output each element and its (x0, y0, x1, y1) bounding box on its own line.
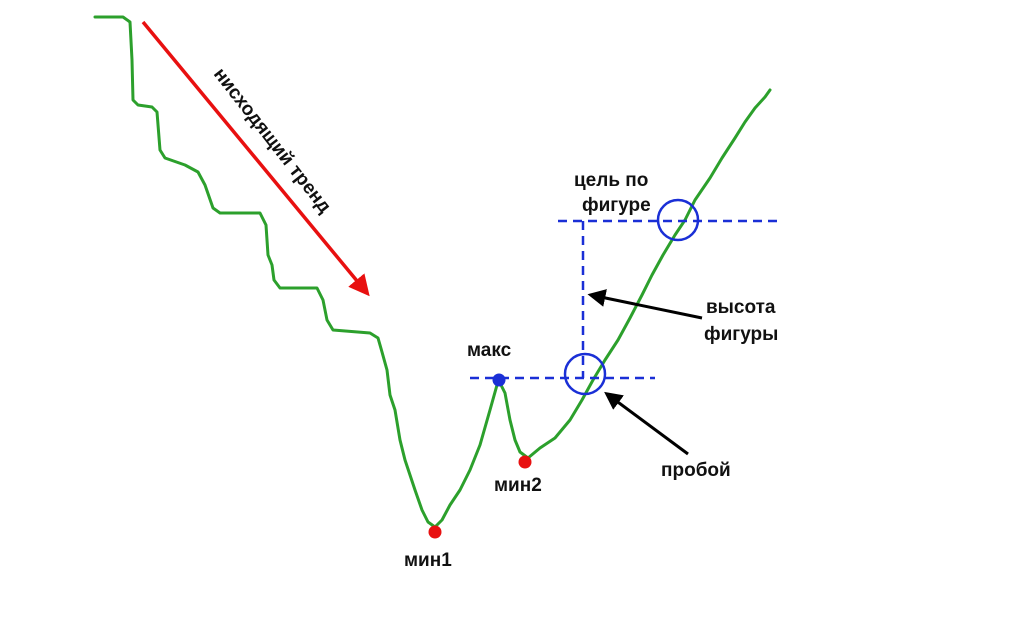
height-pointer-arrow (587, 289, 703, 320)
target-circle (656, 198, 700, 242)
min2-label: мин2 (494, 475, 542, 496)
target-label-line1: цель по (574, 170, 648, 191)
min2-point (518, 455, 532, 469)
trend-label: нисходящий тренд (209, 64, 335, 217)
min1-point (428, 525, 442, 539)
height-label-line1: высота (706, 297, 776, 318)
breakout-circle (563, 352, 607, 396)
max-label: макс (467, 340, 512, 361)
price-line (93, 15, 772, 529)
breakout-pointer-arrow (604, 391, 689, 456)
trend-arrow (141, 20, 370, 297)
target-label-line2: фигуре (582, 195, 651, 216)
breakout-label: пробой (661, 460, 731, 481)
min1-label: мин1 (404, 550, 452, 571)
max-point (492, 373, 506, 387)
height-label-line2: фигуры (704, 324, 778, 345)
